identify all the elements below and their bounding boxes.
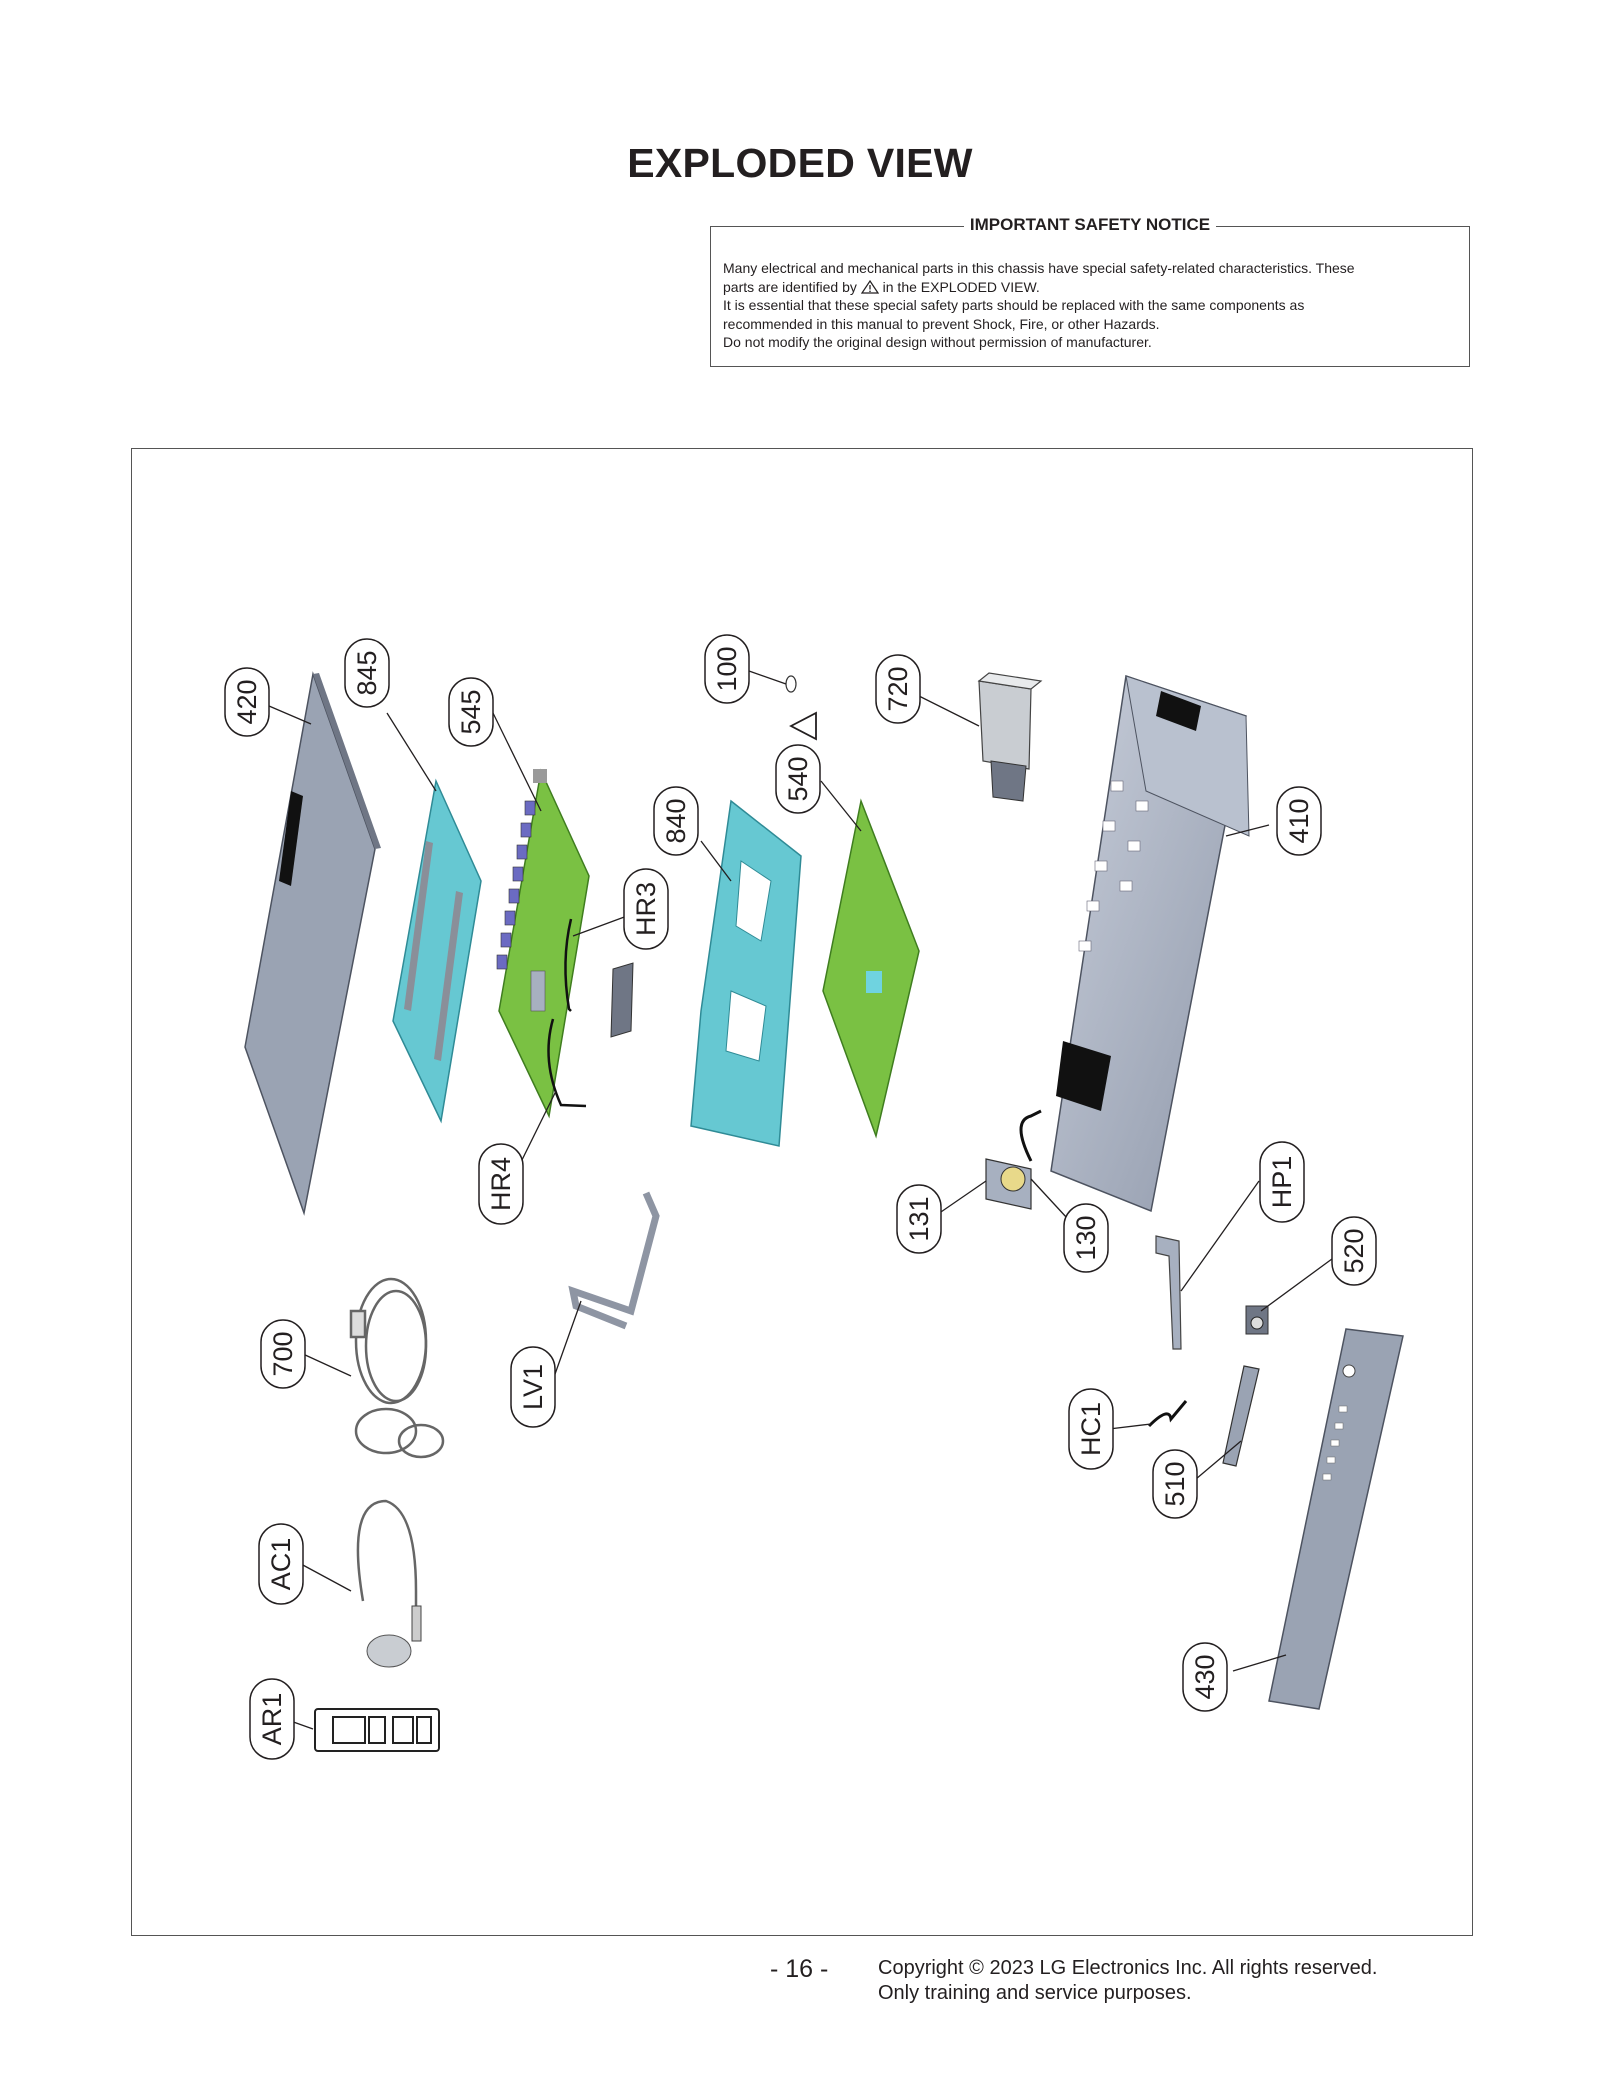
- callout-410-label: 410: [1284, 798, 1314, 843]
- notice-line-1: Many electrical and mechanical parts in …: [723, 260, 1355, 276]
- notice-line-2-start: parts are identified by: [723, 278, 857, 295]
- notice-line-5: Do not modify the original design withou…: [723, 334, 1152, 351]
- callout-420-label: 420: [232, 679, 262, 724]
- safety-mark-540: [789, 711, 817, 741]
- callout-130-label: 130: [1071, 1215, 1101, 1260]
- notice-line-2: parts are identified by in the EXPLODED …: [723, 278, 1457, 297]
- callout-430-label: 430: [1190, 1654, 1220, 1699]
- callout-540-label: 540: [783, 756, 813, 801]
- copyright-line-1: Copyright © 2023 LG Electronics Inc. All…: [878, 1957, 1378, 1979]
- callout-hp1-label: HP1: [1267, 1156, 1297, 1209]
- callout-ac1: AC1: [258, 1523, 304, 1605]
- callout-430: 430: [1182, 1642, 1228, 1712]
- callout-lv1-label: LV1: [518, 1364, 548, 1410]
- part-ar1-panel: [314, 1708, 440, 1752]
- warning-triangle-icon: [860, 279, 879, 294]
- callout-hp1: HP1: [1259, 1141, 1305, 1223]
- callout-520: 520: [1331, 1216, 1377, 1286]
- callout-hr3-label: HR3: [631, 882, 661, 936]
- callout-720-label: 720: [883, 666, 913, 711]
- notice-line-3: It is essential that these special safet…: [723, 297, 1305, 314]
- part-720-power-module: [977, 672, 1043, 802]
- part-840-frame: [690, 799, 802, 1147]
- part-545-pcb: [496, 768, 590, 1119]
- callout-840: 840: [653, 786, 699, 856]
- copyright-line-2: Only training and service purposes.: [878, 1982, 1192, 2004]
- leader-lines: [268, 670, 1337, 1730]
- callout-ar1-label: AR1: [257, 1693, 287, 1746]
- part-100-knob: [785, 675, 797, 693]
- safety-notice-heading: IMPORTANT SAFETY NOTICE: [963, 215, 1217, 234]
- callout-845: 845: [344, 638, 390, 708]
- part-520-jack: [1245, 1305, 1269, 1335]
- callout-510: 510: [1152, 1449, 1198, 1519]
- part-845-bracket: [392, 778, 482, 1124]
- callout-ac1-label: AC1: [266, 1538, 296, 1591]
- callout-410: 410: [1276, 786, 1322, 856]
- callout-540: 540: [775, 744, 821, 814]
- callout-720: 720: [875, 654, 921, 724]
- callout-130: 130: [1063, 1203, 1109, 1273]
- callout-131-label: 131: [904, 1196, 934, 1241]
- part-ac1-sensor: [356, 1499, 422, 1668]
- copyright-notice: Copyright © 2023 LG Electronics Inc. All…: [878, 1956, 1377, 2006]
- notice-line-2-end: in the EXPLODED VIEW.: [882, 278, 1040, 295]
- callout-100: 100: [704, 634, 750, 704]
- part-700-power-cord: [349, 1277, 445, 1459]
- page-number: - 16 -: [770, 1955, 829, 1983]
- notice-line-4: recommended in this manual to prevent Sh…: [723, 315, 1160, 332]
- part-hc1-cable: [1147, 1400, 1188, 1428]
- callout-hr3: HR3: [623, 868, 669, 950]
- callout-hc1: HC1: [1068, 1388, 1114, 1470]
- callout-700-label: 700: [268, 1331, 298, 1376]
- callout-510-label: 510: [1160, 1461, 1190, 1506]
- callout-hc1-label: HC1: [1076, 1402, 1106, 1456]
- part-hp1-bracket: [1155, 1235, 1182, 1350]
- callout-131: 131: [896, 1184, 942, 1254]
- callout-hr4-label: HR4: [486, 1157, 516, 1211]
- part-420-cover-panel: [244, 671, 381, 1216]
- callout-545-label: 545: [456, 689, 486, 734]
- safety-notice-box: IMPORTANT SAFETY NOTICE Many electrical …: [710, 215, 1470, 367]
- callout-lv1: LV1: [510, 1346, 556, 1428]
- part-130-131-fan: [985, 1109, 1042, 1210]
- exploded-view-diagram: 420 845 545 100 720 540 840 410 HR3 HR4 …: [131, 448, 1473, 1936]
- callout-100-label: 100: [712, 646, 742, 691]
- exploded-view-drawing: 420 845 545 100 720 540 840 410 HR3 HR4 …: [224, 634, 1404, 1760]
- callout-ar1: AR1: [249, 1678, 295, 1760]
- safety-notice-heading-wrap: IMPORTANT SAFETY NOTICE: [711, 215, 1469, 235]
- part-410-cabinet: [1050, 675, 1250, 1213]
- callout-420: 420: [224, 667, 270, 737]
- callout-700: 700: [260, 1319, 306, 1389]
- callout-hr4: HR4: [478, 1143, 524, 1225]
- safety-notice-body: Many electrical and mechanical parts in …: [723, 259, 1457, 352]
- page-title: EXPLODED VIEW: [627, 140, 973, 186]
- callout-545: 545: [448, 677, 494, 747]
- part-lv1-cable: [568, 1191, 660, 1330]
- part-small-block: [610, 962, 634, 1038]
- callout-520-label: 520: [1339, 1228, 1369, 1273]
- callout-840-label: 840: [661, 798, 691, 843]
- part-540-main-board: [822, 798, 920, 1139]
- part-430-front-bezel: [1268, 1328, 1404, 1710]
- part-510-strip: [1222, 1365, 1260, 1467]
- callout-845-label: 845: [352, 650, 382, 695]
